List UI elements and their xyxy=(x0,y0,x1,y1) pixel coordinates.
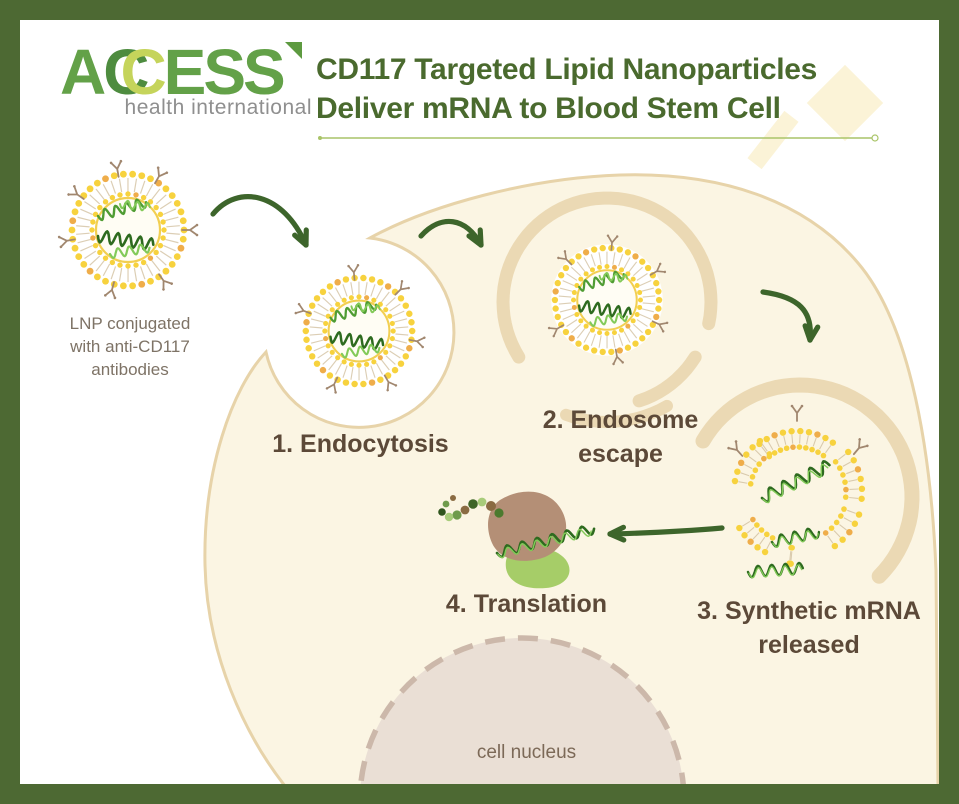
step-3-label: 3. Synthetic mRNA released xyxy=(697,597,921,659)
ribosome xyxy=(488,491,596,589)
antibody-icon xyxy=(154,166,169,185)
protein-chain xyxy=(438,495,504,522)
step-2-label: 2. Endosome escape xyxy=(542,406,699,468)
logo-letter: A xyxy=(60,36,106,108)
lnp-free xyxy=(57,159,199,300)
cell-nucleus xyxy=(358,635,686,784)
endosome-ring xyxy=(496,191,718,429)
antibody-icon xyxy=(651,320,669,333)
antibody-icon xyxy=(557,250,573,266)
antibody-icon xyxy=(649,262,667,276)
title-line-1: CD117 Targeted Lipid Nanoparticles xyxy=(316,53,818,86)
cell-membrane xyxy=(203,173,939,784)
antibody-icon xyxy=(67,185,85,200)
nucleus-label: cell nucleus xyxy=(476,742,577,763)
endosome-remnant xyxy=(695,377,920,584)
logo-tagline: health international xyxy=(124,96,312,119)
logo-triangle-icon xyxy=(284,42,302,59)
antibody-icon xyxy=(383,374,398,392)
antibody-icon xyxy=(790,404,804,422)
antibody-icon xyxy=(547,324,565,338)
antibody-icon xyxy=(158,273,173,291)
infographic-canvas: ACCESS health international CD117 Target… xyxy=(20,20,939,784)
title-line-2: Deliver mRNA to Blood Stem Cell xyxy=(316,92,781,125)
antibody-icon xyxy=(852,438,869,456)
logo-letter: S xyxy=(243,36,286,108)
antibody-icon xyxy=(109,159,123,178)
antibody-icon xyxy=(57,235,76,249)
antibody-icon xyxy=(325,376,339,394)
access-logo: ACCESS health international xyxy=(60,40,320,120)
logo-letter: C xyxy=(120,36,166,108)
antibody-icon xyxy=(294,302,312,315)
step-1-label: 1. Endocytosis xyxy=(272,430,449,458)
lnp-caption: LNP conjugated with anti-CD117 antibodie… xyxy=(69,314,191,379)
lnp-endosome xyxy=(547,234,669,366)
lnp-fragments xyxy=(727,404,869,579)
antibody-icon xyxy=(727,440,744,457)
lnp-endocytosis xyxy=(294,264,426,394)
logo-wordmark: ACCESS xyxy=(60,40,320,104)
title-underline xyxy=(318,134,879,142)
page-title: CD117 Targeted Lipid Nanoparticles Deliv… xyxy=(316,50,817,128)
logo-letter: C xyxy=(103,36,149,108)
antibody-icon xyxy=(347,264,360,281)
arrow-1 xyxy=(210,194,309,248)
logo-letter: E xyxy=(163,36,207,108)
antibody-icon xyxy=(104,281,117,300)
logo-letter: S xyxy=(203,36,246,108)
step-4-label: 4. Translation xyxy=(445,590,608,618)
antibody-icon xyxy=(408,336,426,349)
arrow-4 xyxy=(607,524,725,543)
arrow-2 xyxy=(418,219,484,248)
header-decoration xyxy=(747,64,884,170)
antibody-icon xyxy=(606,234,619,251)
arrow-3 xyxy=(760,289,821,343)
diagram-art xyxy=(57,64,939,784)
antibody-icon xyxy=(612,348,624,366)
antibody-icon xyxy=(394,280,410,296)
antibody-icon xyxy=(181,223,199,237)
